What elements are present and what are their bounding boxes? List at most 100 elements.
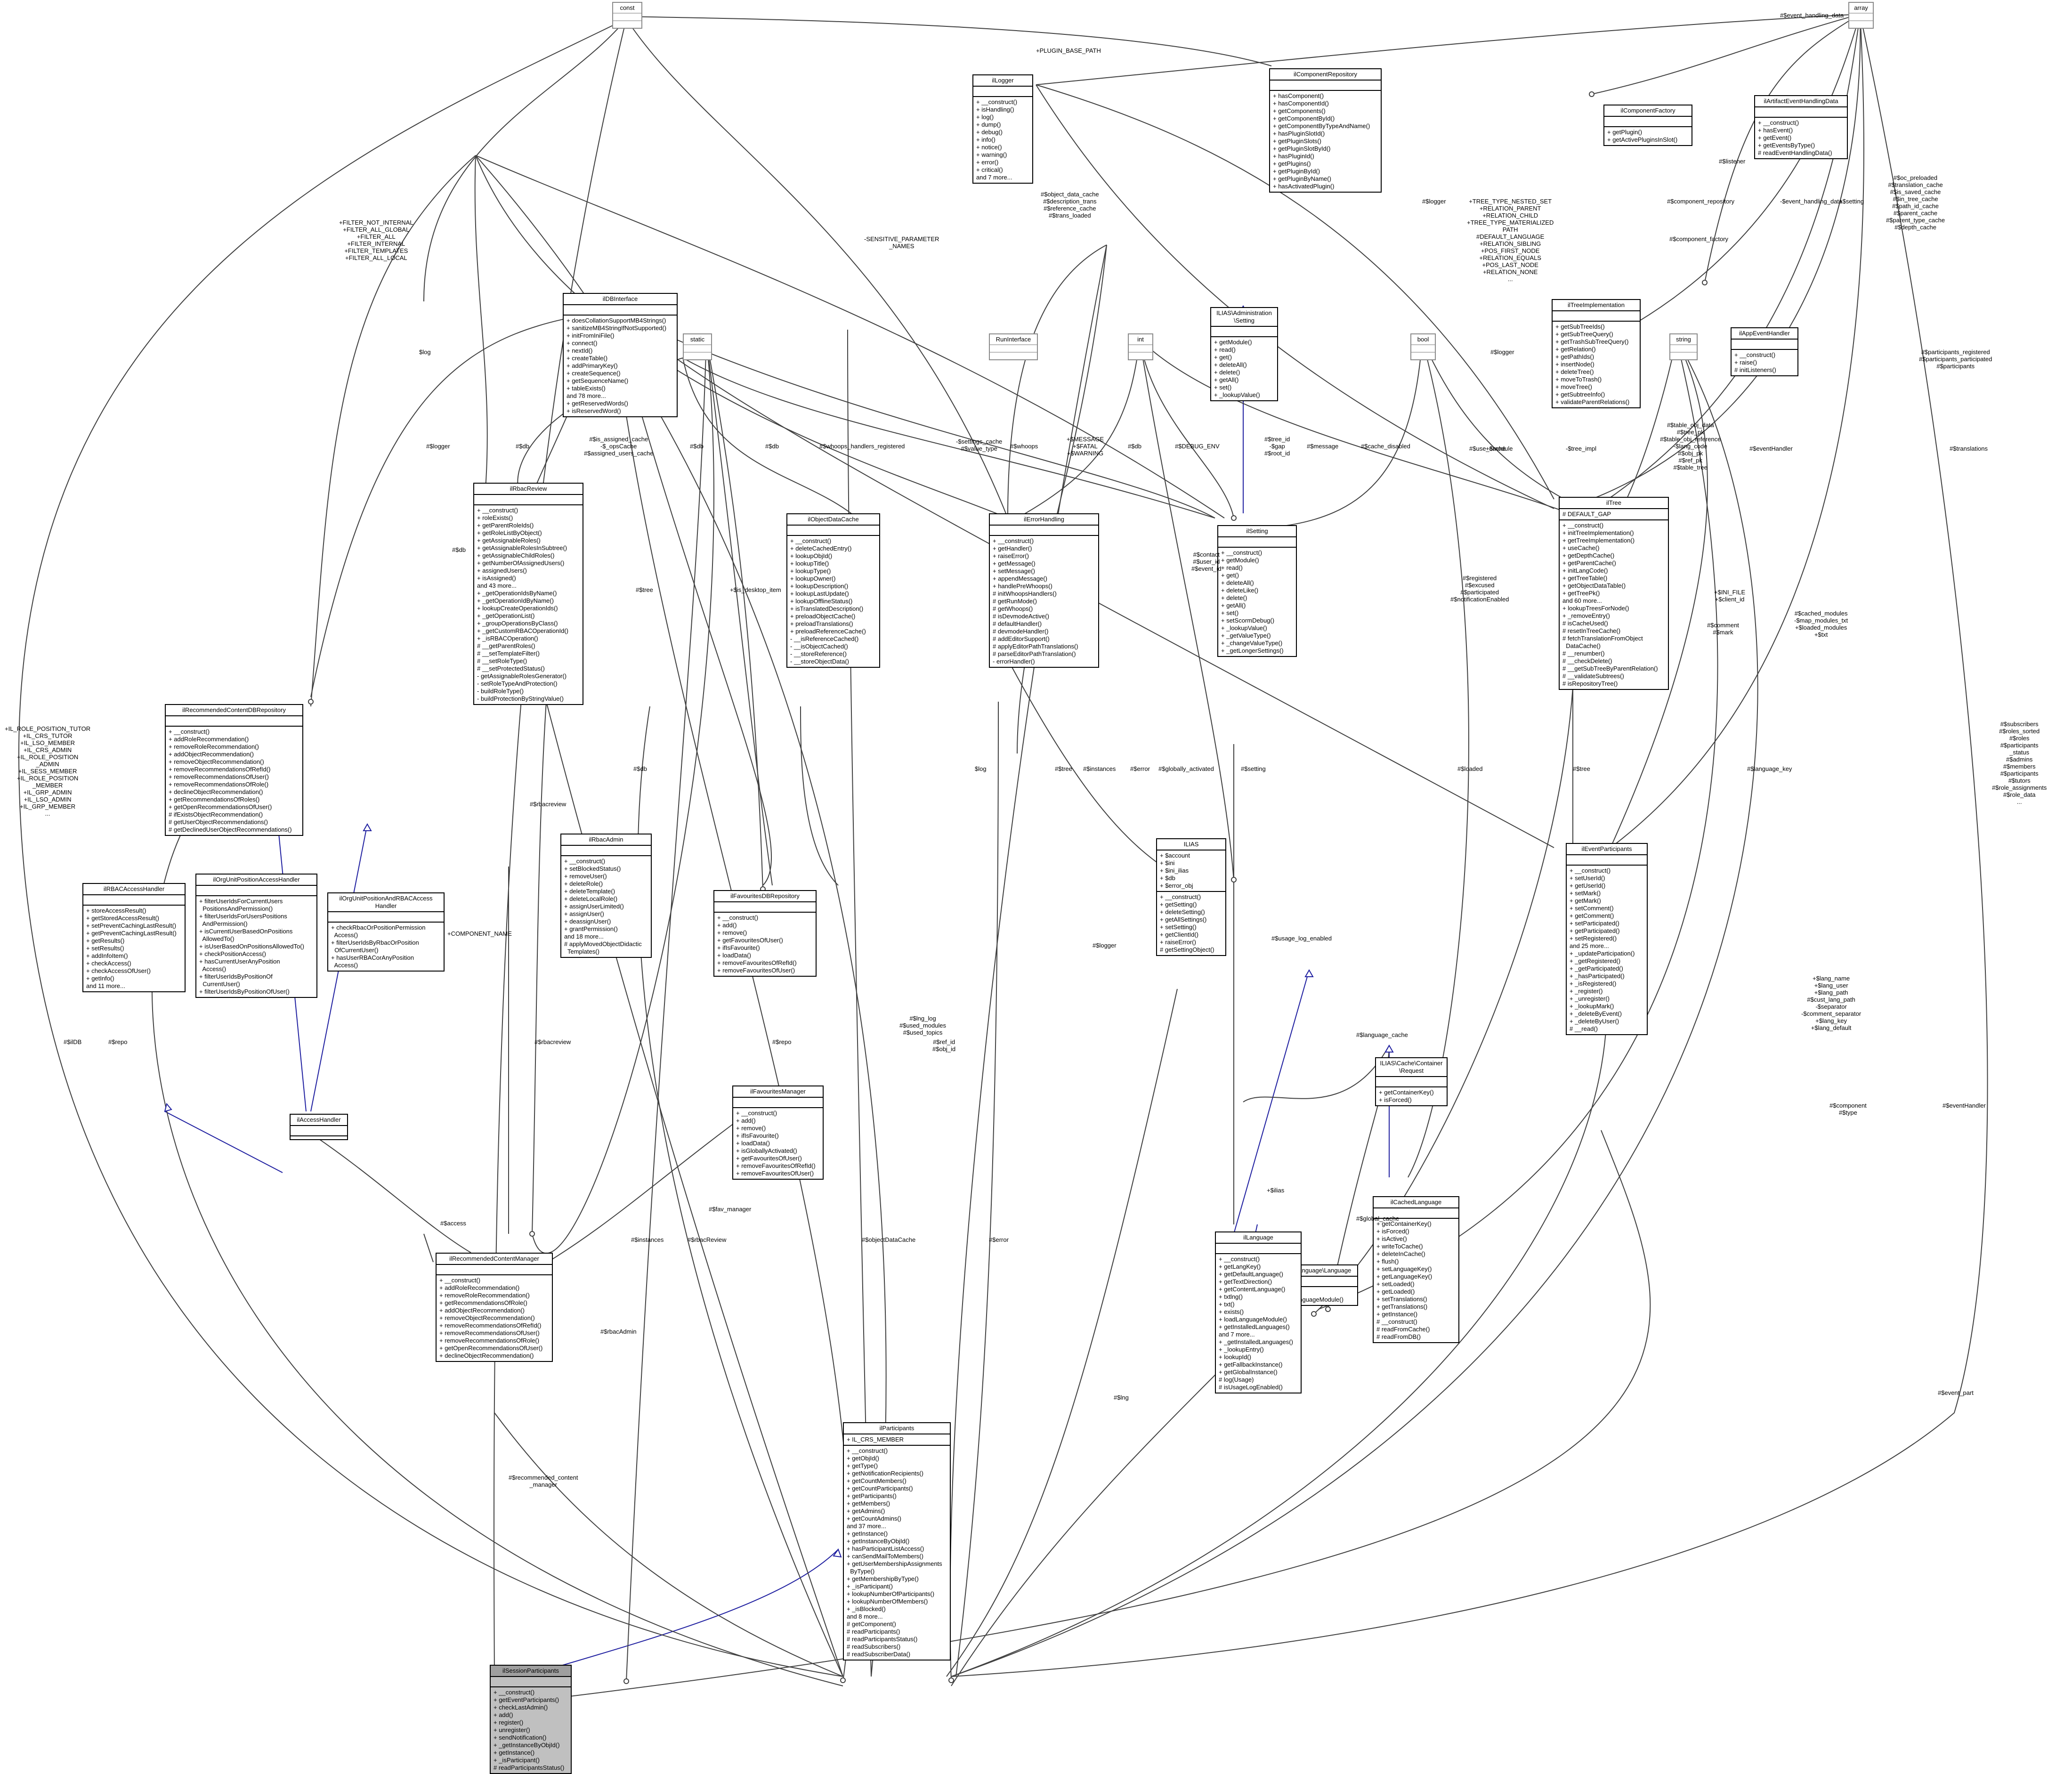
ilsetting-class[interactable]: ilSetting + __construct() + getModule() …: [1217, 525, 1297, 657]
iltreeimplementation-class[interactable]: ilTreeImplementation + getSubTreeIds() +…: [1552, 299, 1641, 408]
label-registered: #$registered #$excused #$participated #$…: [1450, 575, 1509, 603]
ilorgunitpositionaccesshandler-attrs: [196, 886, 316, 896]
label-tree3: #$tree: [1055, 765, 1072, 772]
label-access: #$access: [440, 1220, 466, 1227]
illanguage-attrs: [1216, 1244, 1301, 1254]
ilartifacteventhandlingdata-class[interactable]: ilArtifactEventHandlingData + __construc…: [1754, 95, 1848, 159]
ilerrorhandling-ops: + __construct() + getHandler() + raiseEr…: [993, 537, 1078, 665]
iliascachecontainerrequest-class[interactable]: ILIAS\Cache\Container \Request + getCont…: [1375, 1057, 1448, 1106]
label-settings-cache: -$settings_cache #$value_type: [956, 438, 1003, 452]
ilias-class[interactable]: ILIAS + $account + $ini + $ini_ilias + $…: [1156, 838, 1226, 956]
label-role-consts: +IL_ROLE_POSITION_TUTOR +IL_CRS_TUTOR +I…: [5, 725, 91, 817]
ilrbacadmin-ops: + __construct() + setBlockedStatus() + r…: [564, 858, 642, 955]
label-logger-tree: #$logger: [1422, 198, 1446, 205]
ilcomponentfactory-attrs: [1604, 117, 1692, 127]
label-db3: #$db: [765, 443, 779, 450]
iltree-ops: + __construct() + initTreeImplementation…: [1562, 522, 1658, 687]
ilrbacreview-class[interactable]: ilRbacReview + __construct() + roleExist…: [473, 483, 583, 705]
ilobjectdatacache-class[interactable]: ilObjectDataCache + __construct() + dele…: [786, 513, 880, 668]
ilfavouritesmanager-class[interactable]: ilFavouritesManager + __construct() + ad…: [732, 1085, 824, 1180]
label-usage-log: #$usage_log_enabled: [1271, 935, 1332, 942]
ilrbacaccesshandler-class[interactable]: ilRBACAccessHandler + storeAccessResult(…: [82, 883, 186, 992]
label-subscribers: #$subscribers #$roles_sorted #$roles #$p…: [1992, 721, 2047, 805]
array-title: array: [1849, 3, 1873, 14]
ilfavouritesdbrepository-class[interactable]: ilFavouritesDBRepository + __construct()…: [713, 890, 817, 977]
label-message-consts: +$MESSAGE +$FATAL +$WARNING: [1067, 436, 1104, 457]
label-repo: #$repo: [108, 1038, 128, 1045]
ilrbacadmin-name: ilRbacAdmin: [561, 834, 651, 846]
label-use-cache: #$use_cache: [1469, 445, 1506, 452]
ilparticipants-class[interactable]: ilParticipants + IL_CRS_MEMBER + __const…: [843, 1422, 951, 1661]
ilias-attrs: + $account + $ini + $ini_ilias + $db + $…: [1157, 851, 1225, 892]
ilerrorhandling-name: ilErrorHandling: [990, 514, 1098, 526]
ilcomponentrepository-class[interactable]: ilComponentRepository + hasComponent() +…: [1269, 68, 1382, 193]
label-ildb: #$ilDB: [64, 1038, 82, 1045]
label-event-handling-data2: -$event_handling_data: [1780, 198, 1843, 205]
label-log: $log: [419, 348, 431, 356]
iltree-class[interactable]: ilTree # DEFAULT_GAP + __construct() + i…: [1559, 497, 1669, 690]
runinterface-title: RunInterface: [990, 334, 1037, 345]
ilrecommendedcontentdbrepository-class[interactable]: ilRecommendedContentDBRepository + __con…: [165, 704, 303, 836]
illogger-name: ilLogger: [973, 75, 1032, 87]
label-lang-name: +$lang_name +$lang_user +$lang_path #$cu…: [1801, 975, 1862, 1031]
ilrbacadmin-class[interactable]: ilRbacAdmin + __construct() + setBlocked…: [560, 834, 652, 958]
ileventparticipants-ops: + __construct() + setUserId() + getUserI…: [1570, 867, 1635, 1032]
label-error2: #$error: [989, 1236, 1009, 1243]
illogger-class[interactable]: ilLogger + __construct() + isHandling() …: [972, 74, 1033, 184]
iliascachecontainerrequest-attrs: [1376, 1077, 1447, 1087]
illanguage-class[interactable]: ilLanguage + __construct() + getLangKey(…: [1215, 1231, 1302, 1393]
label-tree-impl: -$tree_impl: [1566, 445, 1597, 452]
ilappeventhandler-ops: + __construct() + raise() # initListener…: [1734, 351, 1776, 373]
ilparticipants-ops: + __construct() + getObjId() + getType()…: [847, 1447, 942, 1658]
ilaccesshandler-name: ilAccessHandler: [291, 1115, 347, 1126]
ilerrorhandling-class[interactable]: ilErrorHandling + __construct() + getHan…: [989, 513, 1099, 668]
ilrecommendedcontentdbrepository-ops: + __construct() + addRoleRecommendation(…: [169, 728, 292, 833]
ildbinterface-class[interactable]: ilDBInterface + doesCollationSupportMB4S…: [563, 293, 678, 417]
ilappeventhandler-name: ilAppEventHandler: [1732, 328, 1797, 340]
label-whoops2: #$whoops: [1010, 443, 1038, 450]
ilorgunitpositionaccesshandler-class[interactable]: ilOrgUnitPositionAccessHandler + filterU…: [195, 874, 317, 998]
runinterface-box: RunInterface: [989, 333, 1038, 360]
ilrecommendedcontentmanager-class[interactable]: ilRecommendedContentManager + __construc…: [436, 1253, 553, 1362]
ilsetting-ops: + __construct() + getModule() + read() +…: [1221, 549, 1284, 654]
label-rbacreview3: #$rbacReview: [688, 1236, 727, 1243]
ilsetting-adm-attrs: [1211, 327, 1277, 337]
ilparticipants-attrs: + IL_CRS_MEMBER: [844, 1434, 950, 1446]
ileventparticipants-name: ilEventParticipants: [1567, 844, 1647, 855]
ilfavouritesmanager-attrs: [733, 1098, 823, 1108]
ilsetting-attrs: [1218, 537, 1296, 548]
label-rbacreview2: #$rbacreview: [530, 801, 567, 808]
iltree-name: ilTree: [1560, 498, 1668, 509]
ilorgunitpositionandrbacaccesshandler-class[interactable]: ilOrgUnitPositionAndRBACAccess Handler +…: [327, 892, 445, 972]
ilcomponentfactory-ops: + getPlugin() + getActivePluginsInSlot(): [1607, 129, 1678, 143]
ilcachedlanguage-class[interactable]: ilCachedLanguage + getContainerKey() + i…: [1373, 1196, 1459, 1343]
ilaccesshandler-class[interactable]: ilAccessHandler: [290, 1114, 348, 1140]
ilartifacteventhandlingdata-attrs: [1755, 107, 1847, 118]
ilsessionparticipants-class[interactable]: ilSessionParticipants + __construct() + …: [490, 1665, 572, 1774]
ilcomponentfactory-class[interactable]: ilComponentFactory + getPlugin() + getAc…: [1603, 105, 1692, 146]
ilcomponentrepository-attrs: [1270, 81, 1381, 91]
ilappeventhandler-attrs: [1732, 340, 1797, 350]
ilaccesshandler-attrs: [291, 1126, 347, 1136]
ileventparticipants-class[interactable]: ilEventParticipants + __construct() + se…: [1566, 843, 1648, 1035]
ilorgunitpositionandrbacaccesshandler-ops: + checkRbacOrPositionPermission Access()…: [331, 924, 426, 969]
static-box: static: [683, 333, 712, 360]
ilappeventhandler-class[interactable]: ilAppEventHandler + __construct() + rais…: [1731, 327, 1798, 376]
label-error: #$error: [1130, 765, 1150, 772]
ilsetting-adm-class[interactable]: ILIAS\Administration \Setting + getModul…: [1210, 307, 1278, 401]
ilfavouritesmanager-name: ilFavouritesManager: [733, 1086, 823, 1098]
ilcomponentrepository-ops: + hasComponent() + hasComponentId() + ge…: [1273, 92, 1370, 190]
label-db5: #$db: [452, 546, 466, 553]
label-globally: #$globally_activated: [1158, 765, 1214, 772]
label-caches: #$oc_preloaded #$translation_cache #$is_…: [1886, 174, 1945, 231]
ilartifacteventhandlingdata-ops: + __construct() + hasEvent() + getEvent(…: [1758, 119, 1832, 156]
label-setting-arr: +$setting: [1839, 198, 1864, 205]
ilcachedlanguage-name: ilCachedLanguage: [1374, 1197, 1458, 1208]
illanguage-ops: + __construct() + getLangKey() + getDefa…: [1219, 1256, 1293, 1391]
ilsetting-name: ilSetting: [1218, 526, 1296, 537]
label-event-part: #$event_part: [1938, 1389, 1974, 1396]
iltreeimplementation-attrs: [1553, 311, 1640, 322]
ilcachedlanguage-ops: + getContainerKey() + isForced() + isAct…: [1376, 1220, 1433, 1340]
ilrbacadmin-attrs: [561, 846, 651, 856]
